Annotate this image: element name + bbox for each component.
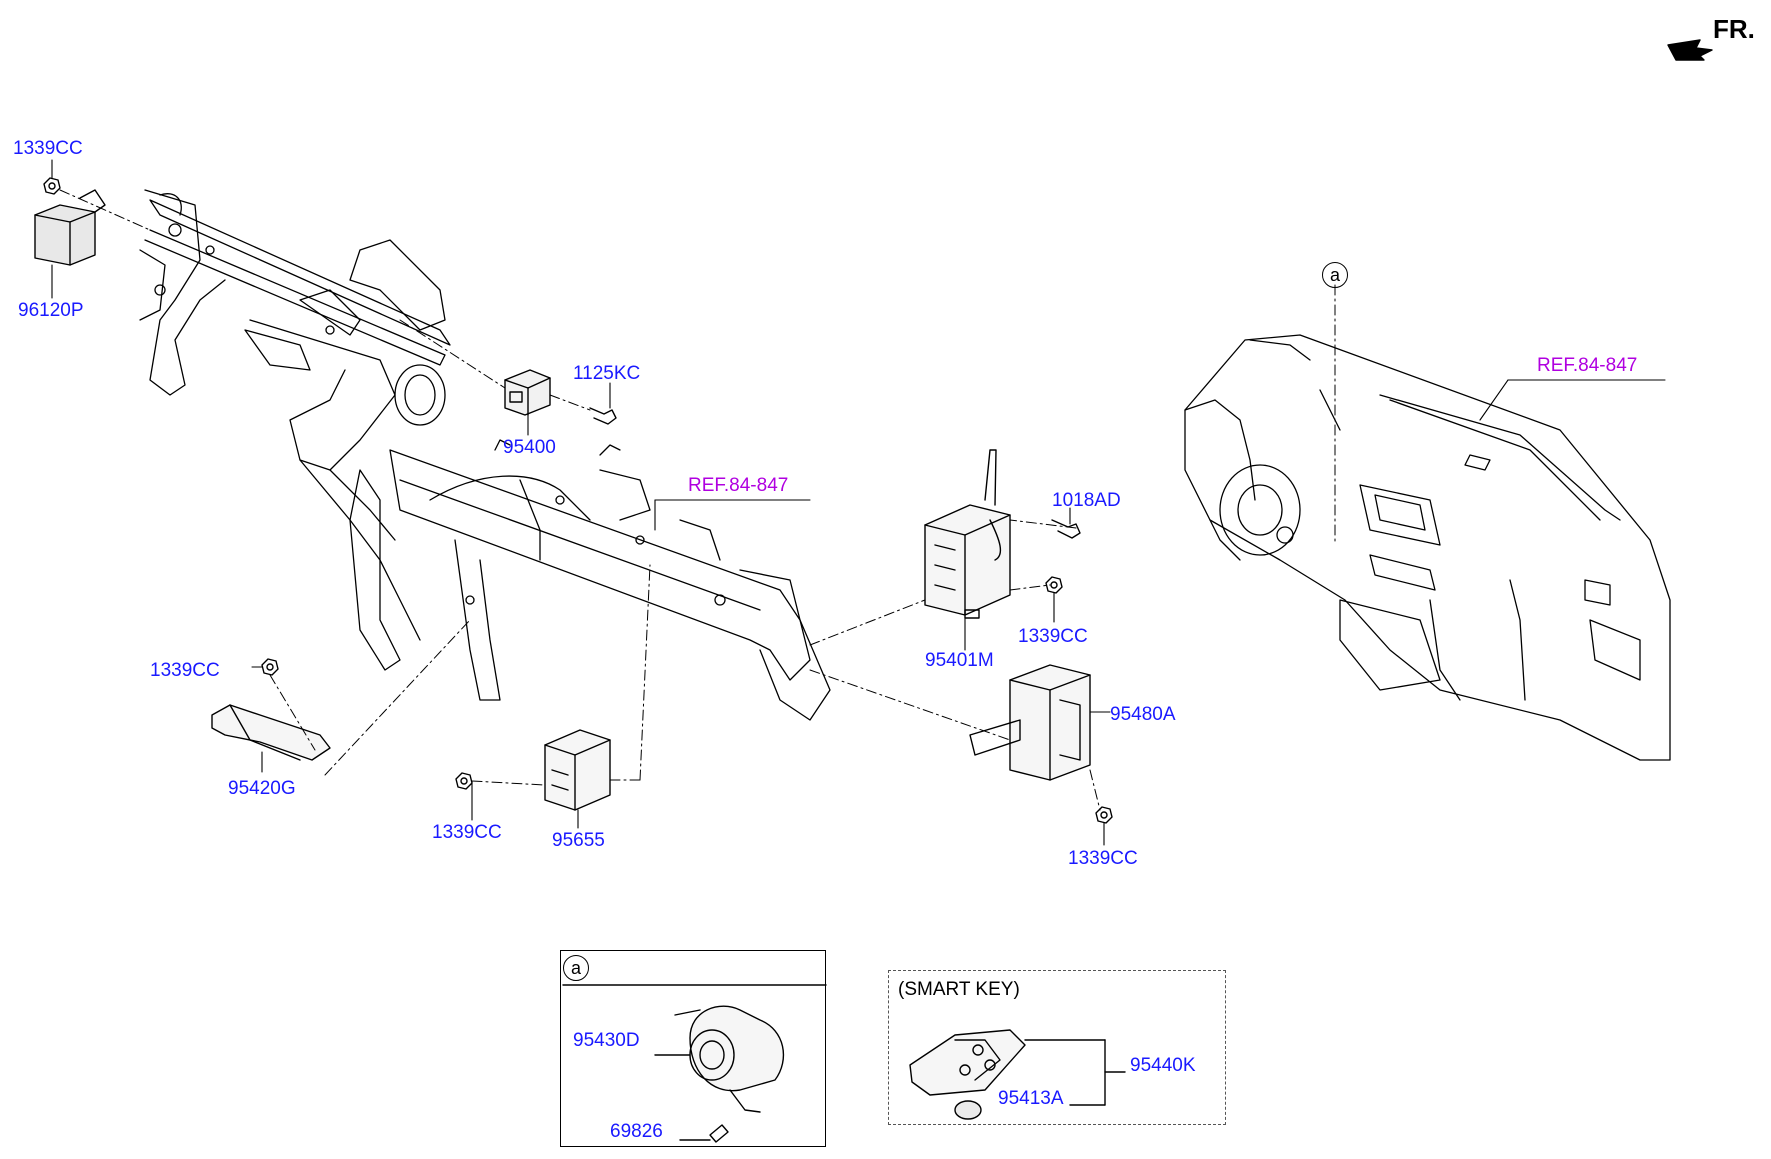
nut-1339cc-left-icon: [261, 658, 279, 676]
label-69826[interactable]: 69826: [610, 1121, 663, 1142]
label-1339cc-mid[interactable]: 1339CC: [1018, 626, 1088, 647]
label-95655[interactable]: 95655: [552, 830, 605, 851]
leader-lines: [51, 159, 1666, 846]
label-95440k[interactable]: 95440K: [1130, 1055, 1196, 1076]
label-1018ad[interactable]: 1018AD: [1052, 490, 1121, 511]
detail-a-box: [560, 950, 826, 1147]
dashboard-drawing: [1184, 334, 1671, 761]
assembly-lines: [59, 189, 1336, 811]
label-ref-right[interactable]: REF.84-847: [1537, 355, 1638, 376]
label-95400[interactable]: 95400: [503, 437, 556, 458]
module-95655-drawing: [544, 729, 611, 811]
label-1339cc-bottom-right[interactable]: 1339CC: [1068, 848, 1138, 869]
smart-key-drawing: [909, 1029, 1126, 1120]
nut-1339cc-bottom-icon: [455, 772, 473, 790]
front-direction-arrow-icon: [1667, 39, 1713, 61]
nut-1339cc-mid-icon: [1045, 576, 1063, 594]
bolt-1018ad-icon: [1051, 519, 1081, 539]
nut-1339cc-bottom-right-icon: [1095, 806, 1113, 824]
label-1339cc-top-left[interactable]: 1339CC: [13, 138, 83, 159]
label-95480a[interactable]: 95480A: [1110, 704, 1176, 725]
module-95401m-drawing: [924, 449, 1011, 619]
label-1339cc-bottom[interactable]: 1339CC: [432, 822, 502, 843]
module-95400-drawing: [504, 369, 551, 416]
label-95401m[interactable]: 95401M: [925, 650, 994, 671]
label-96120p[interactable]: 96120P: [18, 300, 84, 321]
module-96120p-drawing: [34, 189, 106, 266]
label-1339cc-left[interactable]: 1339CC: [150, 660, 220, 681]
smart-key-box: [888, 970, 1226, 1125]
detail-a-header-marker: a: [563, 955, 589, 981]
label-95420g[interactable]: 95420G: [228, 778, 296, 799]
smart-key-title: (SMART KEY): [898, 979, 1020, 1000]
nut-1339cc-top-left-icon: [43, 177, 61, 195]
bolt-1125kc-icon: [589, 407, 617, 425]
label-95430d[interactable]: 95430D: [573, 1030, 640, 1051]
front-direction-label: FR.: [1713, 14, 1755, 44]
module-95480a-drawing: [969, 664, 1091, 781]
crash-pad-frame-drawing: [139, 189, 831, 721]
label-1125kc[interactable]: 1125KC: [573, 363, 641, 384]
callout-a-marker[interactable]: a: [1322, 262, 1348, 288]
detail-a-drawing: [562, 984, 827, 1143]
antenna-95420g-drawing: [211, 704, 331, 761]
label-95413a[interactable]: 95413A: [998, 1088, 1064, 1109]
label-ref-center[interactable]: REF.84-847: [688, 475, 789, 496]
